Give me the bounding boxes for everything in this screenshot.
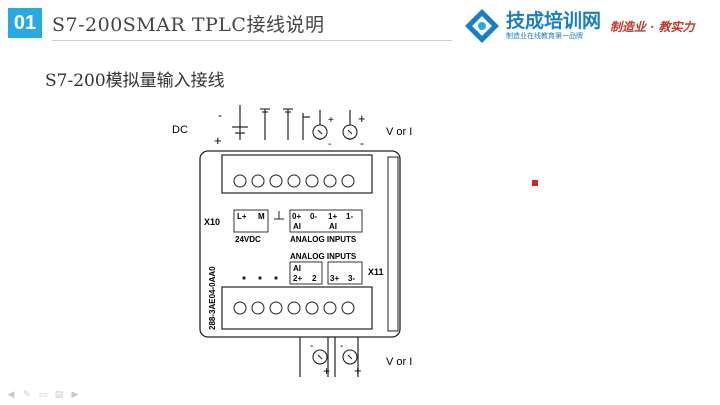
unused-terminal-dots xyxy=(242,276,278,280)
arrow-left-icon[interactable]: ◀ xyxy=(7,390,15,400)
power-terminal-box xyxy=(233,209,269,233)
x11-label: X11 xyxy=(368,267,384,277)
l-plus-label: L+ xyxy=(237,212,247,221)
analog-inputs-label-top: ANALOG INPUTS xyxy=(290,235,357,244)
bottom-sensor-icons xyxy=(312,349,358,365)
terminal-1-minus: 1- xyxy=(346,212,353,221)
slide-number: 01 xyxy=(13,11,37,34)
module-side-rail xyxy=(387,156,399,332)
ai-label-3: AI xyxy=(293,264,301,273)
ground-terminal-icon xyxy=(274,211,284,220)
analog-input-box-top xyxy=(289,209,363,233)
ground-icon xyxy=(260,108,293,113)
bottom-sensor2-plus: + xyxy=(354,363,362,378)
brand-slogan: 制造业在线教育第一品牌 xyxy=(506,32,583,40)
highlighter-icon[interactable]: ▭ xyxy=(38,390,48,400)
bottom-sensor1-plus: + xyxy=(323,364,330,378)
brand-logo: 技成培训网 制造业在线教育第一品牌 制造业 · 教实力 xyxy=(462,6,714,48)
slide-number-badge: 01 xyxy=(8,8,42,38)
brand-emblem-icon xyxy=(465,9,499,43)
terminal-2-plus: 2+ xyxy=(293,274,302,283)
bottom-terminal-screws xyxy=(233,301,355,315)
section-subtitle: S7-200模拟量输入接线 xyxy=(45,71,225,91)
vdc-label: 24VDC xyxy=(235,235,261,244)
bottom-sensor2-minus: - xyxy=(340,341,343,352)
menu-icon[interactable]: ▤ xyxy=(54,390,64,400)
analog-input-box-bottom-b xyxy=(327,261,363,285)
top-terminal-screws xyxy=(233,174,355,188)
pen-icon[interactable]: ✎ xyxy=(23,390,31,400)
brand-name: 技成培训网 xyxy=(506,10,602,32)
brand-motto: 制造业 · 教实力 xyxy=(610,20,695,34)
m-label: M xyxy=(258,212,265,221)
v-or-i-top-label: V or I xyxy=(386,126,412,138)
presentation-toolbar: ◀ ✎ ▭ ▤ ▶ xyxy=(6,390,80,400)
bottom-sensor1-minus: - xyxy=(310,341,313,352)
title-divider xyxy=(52,40,452,41)
top-sensor2-minus: - xyxy=(360,136,364,150)
x10-label: X10 xyxy=(204,217,220,227)
v-or-i-bottom-label: V or I xyxy=(386,356,412,368)
terminal-0-plus: 0+ xyxy=(292,212,301,221)
dc-source-icon xyxy=(232,126,248,134)
top-sensor-icons xyxy=(312,124,358,140)
wiring-diagram: DC - + + - + - V or I X10 L+ M 24VDC 0+ … xyxy=(172,105,412,378)
top-sensor1-plus: + xyxy=(328,115,334,126)
ai-label-1: AI xyxy=(293,222,301,231)
terminal-1-plus: 1+ xyxy=(328,212,337,221)
dc-minus-label: - xyxy=(218,108,222,122)
ai-label-2: AI xyxy=(329,222,337,231)
slide-title: S7-200SMAR TPLC接线说明 xyxy=(52,14,325,36)
dc-label: DC xyxy=(172,124,188,136)
arrow-right-icon[interactable]: ▶ xyxy=(71,390,79,400)
terminal-3-minus: 3- xyxy=(348,274,355,283)
bottom-wires xyxy=(299,337,359,377)
terminal-0-minus: 0- xyxy=(310,212,317,221)
analog-input-box-bottom-a xyxy=(289,261,323,285)
dc-plus-label: + xyxy=(214,133,222,148)
analog-inputs-label-bottom: ANALOG INPUTS xyxy=(290,252,357,261)
top-sensor2-plus: + xyxy=(358,111,366,126)
terminal-2-minus: 2 xyxy=(312,274,317,283)
red-marker xyxy=(532,180,538,186)
part-number: 288-3AE04-0AA0 xyxy=(208,266,217,330)
top-sensor1-minus: - xyxy=(328,139,331,150)
terminal-3-plus: 3+ xyxy=(330,274,339,283)
top-wires xyxy=(239,105,351,140)
